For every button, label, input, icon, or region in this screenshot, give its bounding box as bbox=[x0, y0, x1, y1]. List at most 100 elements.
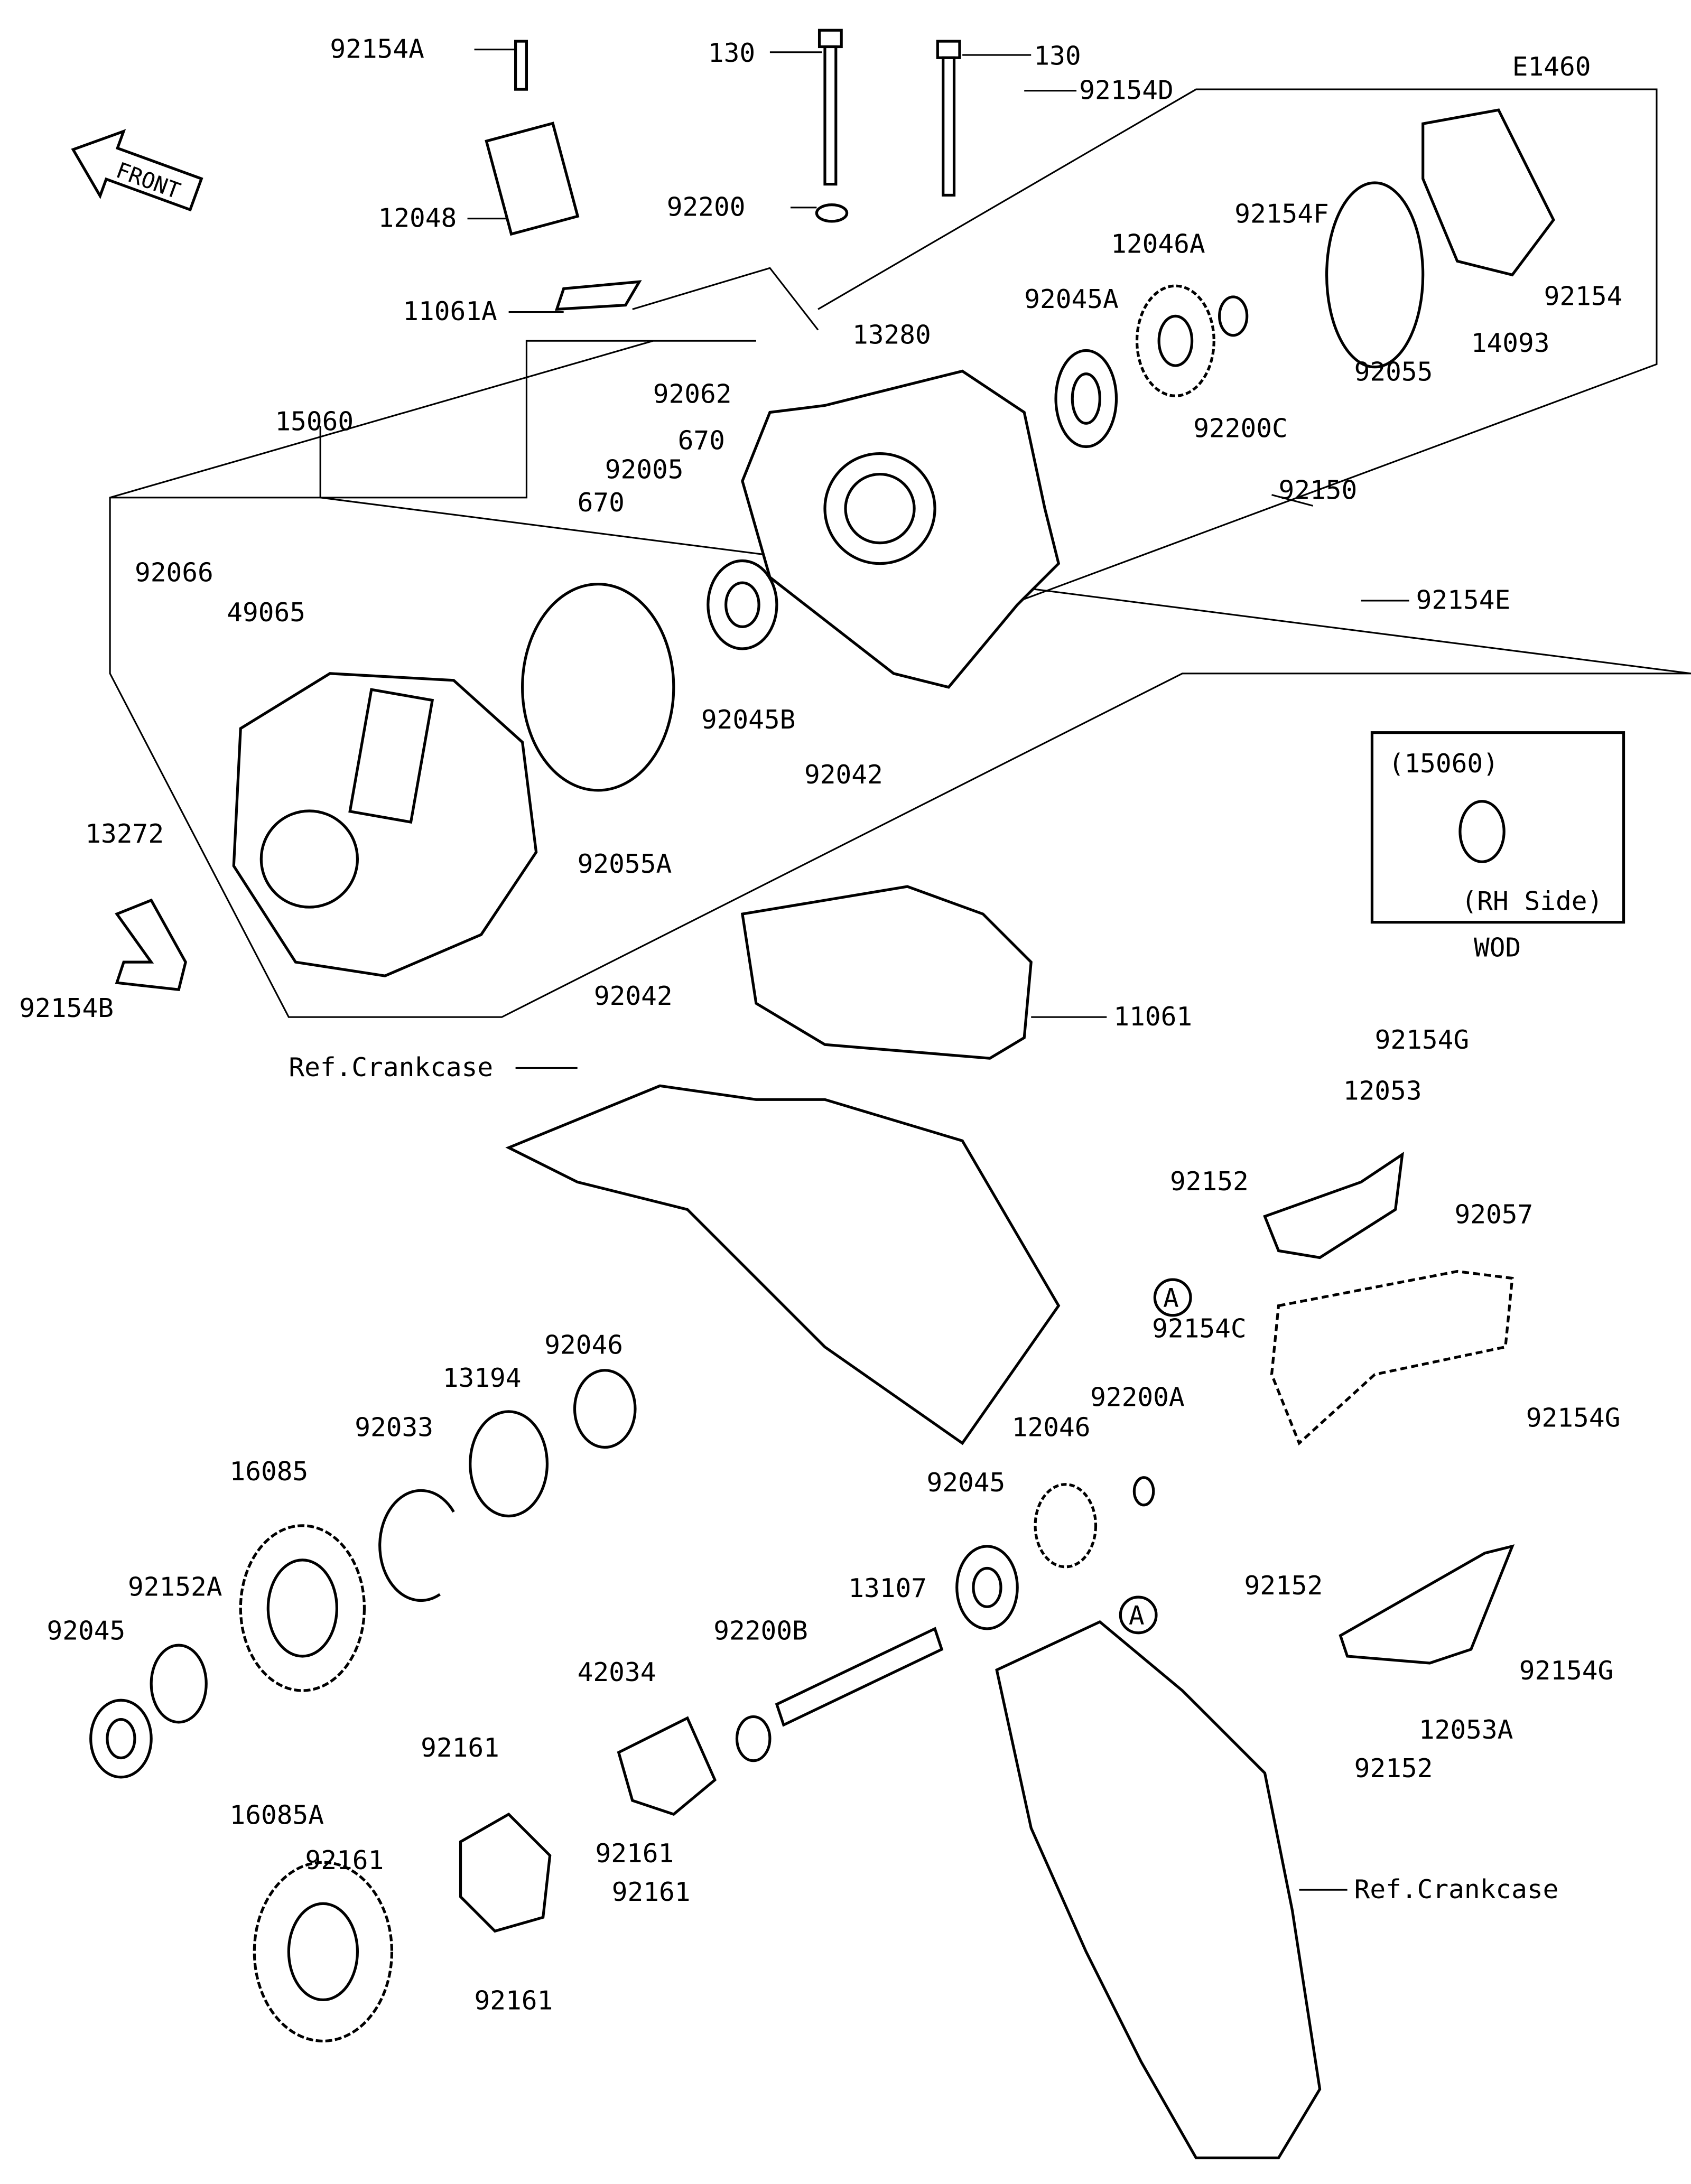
part-label: 11061 bbox=[1113, 1001, 1192, 1032]
callout-a-top: A bbox=[1153, 1278, 1192, 1317]
cover-13280 bbox=[741, 369, 1061, 689]
part-label: 92045 bbox=[47, 1616, 125, 1646]
callout-a-bottom: A bbox=[1119, 1595, 1158, 1635]
bearing-92045A bbox=[1054, 349, 1118, 449]
part-label: 15060 bbox=[275, 406, 354, 436]
part-label: 92152 bbox=[1244, 1570, 1323, 1601]
inset-box bbox=[1370, 731, 1625, 924]
svg-text:A: A bbox=[1163, 1283, 1179, 1313]
bearing-92045 bbox=[955, 1545, 1019, 1630]
part-label: 92154E bbox=[1416, 585, 1511, 615]
bolt-130 bbox=[815, 29, 961, 223]
damper-92161 bbox=[459, 1812, 552, 1933]
front-arrow-icon: FRONT bbox=[71, 129, 203, 212]
part-label: 130 bbox=[708, 38, 755, 68]
inset-gasket bbox=[1458, 800, 1506, 863]
bearing-92045-left bbox=[89, 1698, 153, 1779]
part-label: 92042 bbox=[804, 759, 883, 790]
part-label: 92161 bbox=[475, 1985, 553, 2016]
part-label: 92200B bbox=[713, 1616, 808, 1646]
part-label: 92154C bbox=[1152, 1313, 1247, 1343]
o-ring-92055 bbox=[1325, 181, 1425, 369]
guide-12053A bbox=[1339, 1544, 1515, 1665]
collar-92152A bbox=[150, 1644, 208, 1724]
part-label: 92045B bbox=[701, 704, 796, 735]
part-label: 12046A bbox=[1111, 229, 1205, 259]
part-label: 92045A bbox=[1024, 284, 1119, 314]
gear-12046 bbox=[1034, 1483, 1098, 1569]
part-label: 670 bbox=[578, 487, 625, 518]
part-label: 92066 bbox=[135, 557, 213, 587]
part-label: 16085 bbox=[229, 1456, 308, 1487]
needle-bearing-92046 bbox=[573, 1369, 637, 1449]
circlip-92033 bbox=[378, 1489, 455, 1602]
assembly-outline-15060 bbox=[109, 340, 1691, 1018]
part-label: 92154F bbox=[1234, 198, 1329, 229]
inset-part: (15060) bbox=[1389, 748, 1499, 779]
washer-92200A bbox=[1132, 1476, 1155, 1507]
part-label: 92150 bbox=[1279, 474, 1358, 505]
gear-12046A bbox=[1135, 284, 1215, 397]
chain-92057 bbox=[1270, 1270, 1514, 1446]
pump-15060 bbox=[232, 672, 538, 977]
part-label: 12048 bbox=[378, 202, 457, 233]
inset-side: (RH Side) bbox=[1462, 885, 1603, 916]
svg-text:A: A bbox=[1129, 1600, 1145, 1631]
washer-92200B bbox=[735, 1715, 772, 1762]
part-label: 92005 bbox=[605, 454, 684, 484]
ref-crankcase-label-top: Ref.Crankcase bbox=[289, 1052, 493, 1082]
tensioner-12048 bbox=[485, 40, 642, 311]
hub-42034 bbox=[617, 1716, 717, 1816]
part-label: 92057 bbox=[1455, 1199, 1534, 1229]
part-label: 92200A bbox=[1090, 1382, 1185, 1412]
part-label: 92161 bbox=[612, 1877, 691, 1907]
part-label: 13107 bbox=[848, 1573, 927, 1603]
part-label: 92062 bbox=[653, 378, 732, 409]
bracket-13272 bbox=[115, 898, 187, 992]
part-label: 13280 bbox=[852, 319, 931, 350]
gear-16085A bbox=[253, 1861, 394, 2043]
inset-note: WOD bbox=[1474, 932, 1521, 963]
part-label: 92152 bbox=[1170, 1166, 1249, 1197]
gasket-11061 bbox=[740, 885, 1033, 1060]
part-label: 92055 bbox=[1354, 357, 1433, 387]
part-label: 92152A bbox=[128, 1571, 222, 1602]
part-label: 130 bbox=[1034, 40, 1081, 71]
guide-12053 bbox=[1263, 1152, 1404, 1259]
part-label: 92161 bbox=[305, 1845, 384, 1875]
part-label: 92154D bbox=[1079, 74, 1174, 105]
part-label: 92154 bbox=[1544, 281, 1623, 312]
front-badge: FRONT bbox=[113, 157, 183, 204]
part-label: 92045 bbox=[926, 1467, 1005, 1498]
part-label: 13194 bbox=[443, 1362, 522, 1393]
part-label: 92154G bbox=[1375, 1024, 1470, 1055]
diagram-code: E1460 bbox=[1512, 51, 1591, 82]
part-label: 92154B bbox=[19, 993, 114, 1023]
clutch-13194 bbox=[469, 1410, 549, 1518]
part-label: 92046 bbox=[544, 1330, 623, 1360]
o-ring-92055A bbox=[521, 583, 675, 792]
part-label: 12046 bbox=[1012, 1412, 1091, 1443]
part-label: 92042 bbox=[594, 981, 673, 1011]
shaft-13107 bbox=[775, 1627, 944, 1727]
part-label: 13272 bbox=[85, 818, 164, 849]
washer-92200C bbox=[1218, 295, 1249, 337]
part-label: 49065 bbox=[227, 597, 305, 628]
part-label: 670 bbox=[678, 425, 725, 456]
part-label: 92154A bbox=[330, 33, 424, 64]
cover-14093 bbox=[1421, 108, 1555, 277]
part-labels: 92154A 130 130 92154D 12048 92200 11061A… bbox=[19, 33, 1622, 2015]
part-label: 92154G bbox=[1519, 1655, 1614, 1686]
crankcase-ref-bottom bbox=[995, 1620, 1322, 2160]
gear-16085 bbox=[239, 1524, 366, 1692]
part-label: 11061A bbox=[403, 296, 497, 326]
part-label: 42034 bbox=[578, 1657, 656, 1687]
bearing-92045B bbox=[707, 559, 778, 650]
leader-lines bbox=[467, 49, 1409, 1891]
part-label: 92154G bbox=[1526, 1402, 1621, 1433]
part-label: 12053 bbox=[1343, 1075, 1422, 1106]
part-label: 92152 bbox=[1354, 1753, 1433, 1784]
part-label: 92161 bbox=[421, 1732, 499, 1763]
part-label: 12053A bbox=[1419, 1714, 1513, 1745]
